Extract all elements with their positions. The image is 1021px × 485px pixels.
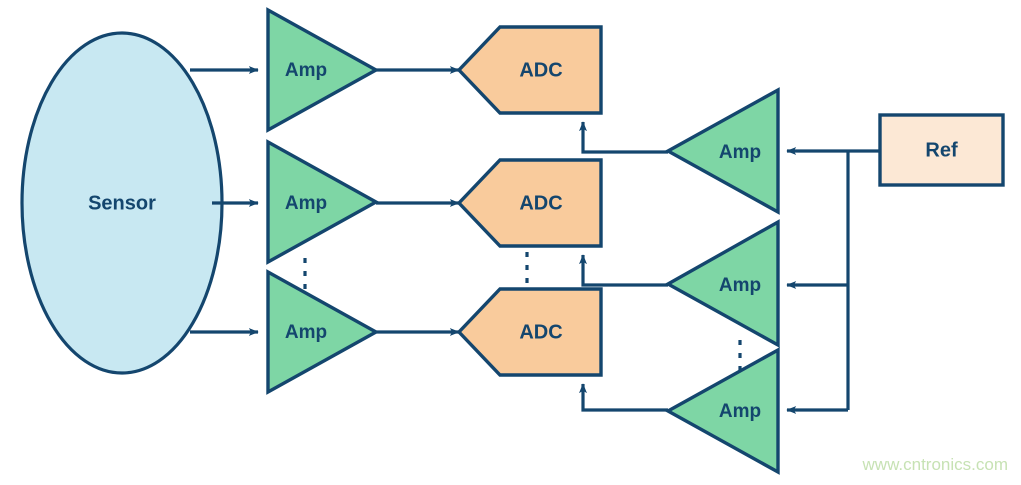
amp-to-adc-connectors xyxy=(376,66,460,336)
adc-2-label: ADC xyxy=(519,192,562,214)
adc-block-1[interactable]: ADC xyxy=(456,25,603,115)
ref-amp-to-adc-paths xyxy=(579,121,668,412)
connector-refamp-adc-2 xyxy=(579,254,668,287)
connector-refamp-adc-3 xyxy=(579,383,668,412)
reference-block[interactable]: Ref xyxy=(878,113,1005,187)
adc-block-2[interactable]: ADC xyxy=(456,158,603,248)
connector-refamp-adc-1 xyxy=(579,121,668,154)
adc-pentagon xyxy=(456,25,603,115)
amp-triangle xyxy=(266,269,380,395)
reference-amp-3[interactable]: Amp xyxy=(664,347,780,475)
adc-pentagon xyxy=(456,158,603,248)
input-amp-2[interactable]: Amp xyxy=(266,139,380,265)
amp-triangle xyxy=(266,7,380,133)
reference-amp-2-label: Amp xyxy=(719,275,761,296)
amp-triangle xyxy=(266,139,380,265)
sensor-block[interactable]: Sensor xyxy=(20,31,224,375)
input-amp-3-label: Amp xyxy=(285,322,327,343)
watermark-label: www.cntronics.com xyxy=(862,455,1008,474)
adc-block-3[interactable]: ADC xyxy=(456,287,603,377)
reference-amp-1[interactable]: Amp xyxy=(664,87,780,215)
reference-amp-1-label: Amp xyxy=(719,142,761,163)
adc-3-label: ADC xyxy=(519,321,562,343)
sensor-to-amp-connectors xyxy=(190,66,259,336)
input-amp-2-label: Amp xyxy=(285,193,327,214)
ref-rectangle xyxy=(878,113,1005,187)
input-amp-1-label: Amp xyxy=(285,60,327,81)
adc-1-label: ADC xyxy=(519,59,562,81)
input-amp-1[interactable]: Amp xyxy=(266,7,380,133)
reference-amp-3-label: Amp xyxy=(719,401,761,422)
sensor-label: Sensor xyxy=(88,192,156,214)
amp-triangle xyxy=(664,87,780,215)
input-amp-3[interactable]: Amp xyxy=(266,269,380,395)
adc-pentagon xyxy=(456,287,603,377)
reference-bus xyxy=(786,147,880,414)
amp-triangle xyxy=(664,347,780,475)
amp-triangle xyxy=(664,219,780,348)
reference-amp-2[interactable]: Amp xyxy=(664,219,780,348)
ref-label: Ref xyxy=(925,139,958,161)
